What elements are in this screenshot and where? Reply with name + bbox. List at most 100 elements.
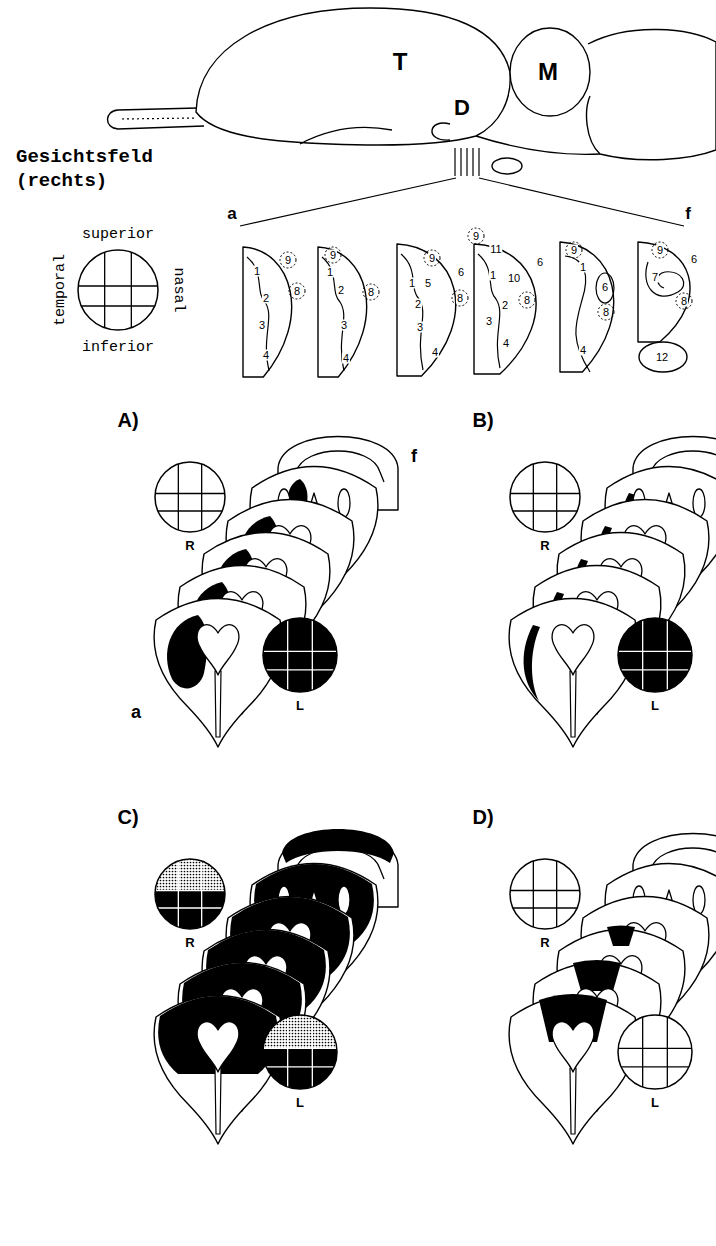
eye-label: L <box>650 699 660 712</box>
field-grid-line <box>510 890 580 891</box>
area-number: 8 <box>456 293 464 304</box>
field-outline <box>618 1015 692 1089</box>
area-number: 8 <box>293 286 301 297</box>
section-outline <box>318 247 367 377</box>
brainstem-outline <box>476 136 600 154</box>
field-grid-line <box>263 1048 337 1049</box>
area-number: 2 <box>262 293 270 304</box>
visual-field-circle <box>618 1015 692 1089</box>
field-grid-line <box>510 493 580 494</box>
optic-nerve <box>432 123 450 140</box>
labelled-region <box>607 926 635 947</box>
visual-field-circle <box>618 618 692 692</box>
eye-label: R <box>184 936 195 949</box>
dashed-marker <box>424 250 440 266</box>
field-grid-line <box>104 252 105 327</box>
dashed-marker <box>566 242 582 258</box>
field-outline <box>263 618 337 692</box>
section-plane-tick <box>460 148 461 176</box>
field-grid-line <box>618 651 692 652</box>
ventricle-stem <box>215 1068 221 1134</box>
section-fan-line <box>479 178 684 226</box>
area-number: 2 <box>414 299 422 310</box>
area-number: 1 <box>253 266 261 277</box>
field-grid-line <box>158 510 222 511</box>
dashed-marker <box>363 284 379 300</box>
area-number: 6 <box>601 282 609 293</box>
field-grid-line <box>263 651 337 652</box>
section-outline <box>638 242 690 342</box>
slice-stack <box>154 829 398 1144</box>
figure-heading: Gesichtsfeld (rechts) <box>15 146 167 194</box>
slice-outline <box>154 996 282 1145</box>
field-grid-line <box>556 464 557 530</box>
nucleus-contour <box>478 254 500 368</box>
section-plane-tick <box>466 148 467 176</box>
brain-slice <box>509 994 637 1144</box>
ventricle <box>197 1022 239 1072</box>
direction-label: temporal <box>53 253 68 327</box>
field-grid-line <box>155 493 225 494</box>
field-grid-line <box>287 1017 288 1087</box>
brain-region-label: D <box>453 97 471 119</box>
area-number: 3 <box>485 316 493 327</box>
field-grid-line <box>158 907 222 908</box>
area-number: 11 <box>489 244 502 255</box>
dashed-marker <box>519 292 535 308</box>
series-end-label: a <box>130 703 142 721</box>
area-number: 3 <box>258 320 266 331</box>
direction-label: superior <box>81 227 155 242</box>
field-grid-line <box>81 305 154 306</box>
area-number: 1 <box>579 262 587 273</box>
area-number: 2 <box>501 300 509 311</box>
field-outline <box>78 250 158 330</box>
dashed-marker <box>280 252 296 268</box>
visual-field-circle <box>263 1015 337 1089</box>
area-number: 9 <box>472 231 480 242</box>
stippled-upper-field <box>155 859 225 890</box>
slice-stack <box>154 437 398 748</box>
dashed-marker <box>468 228 484 244</box>
dashed-marker <box>452 290 468 306</box>
field-grid-line <box>642 1017 643 1087</box>
field-outline <box>510 462 580 532</box>
direction-label: nasal <box>171 266 186 313</box>
nucleus-contour <box>646 262 684 296</box>
field-fill <box>618 618 692 692</box>
visual-field-circle <box>78 250 158 330</box>
area-number: 9 <box>284 255 292 266</box>
visual-field-circle <box>263 618 337 692</box>
area-number: 4 <box>431 347 439 358</box>
olfactory-dotted-line <box>122 118 196 119</box>
field-fill <box>510 859 580 929</box>
visual-field-circle <box>510 859 580 929</box>
ventricle <box>197 625 239 675</box>
eye-label: R <box>539 936 550 949</box>
nucleus-contour <box>401 254 423 370</box>
field-outline <box>155 859 225 929</box>
area-number: 7 <box>651 272 659 283</box>
field-grid-line <box>556 861 557 927</box>
area-number: 4 <box>342 353 350 364</box>
field-fill <box>78 250 158 330</box>
field-outline <box>155 462 225 532</box>
area-number: 12 <box>655 352 669 363</box>
brain-slice <box>154 996 282 1145</box>
dashed-marker <box>652 242 668 258</box>
labelled-region <box>573 960 621 991</box>
section-plane-tick <box>478 148 479 176</box>
area-number: 6 <box>536 257 544 268</box>
field-grid-line <box>178 464 179 530</box>
area-number: 6 <box>690 254 698 265</box>
field-grid-line <box>621 669 689 670</box>
field-grid-line <box>266 1066 334 1067</box>
hypophysis-outline <box>492 158 522 174</box>
ventricle-stem <box>570 1068 576 1134</box>
area-number: 8 <box>680 296 688 307</box>
field-grid-line <box>533 464 534 530</box>
area-number: 5 <box>424 278 432 289</box>
ventricle <box>552 625 594 675</box>
eye-label: L <box>295 1096 305 1109</box>
area-number: 3 <box>340 320 348 331</box>
